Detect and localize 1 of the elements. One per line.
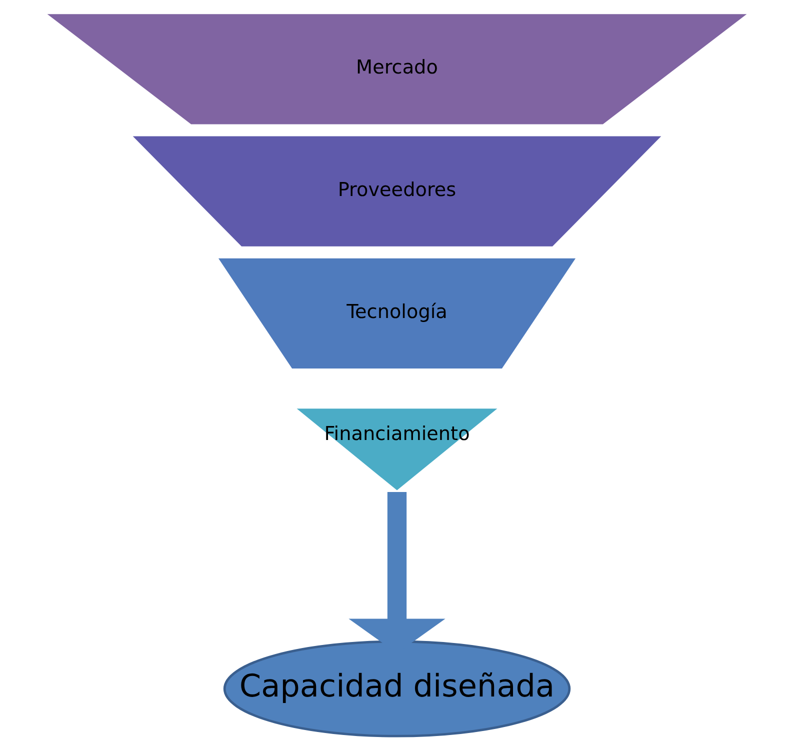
node-ellipse: Capacidad diseñada — [222, 640, 570, 738]
